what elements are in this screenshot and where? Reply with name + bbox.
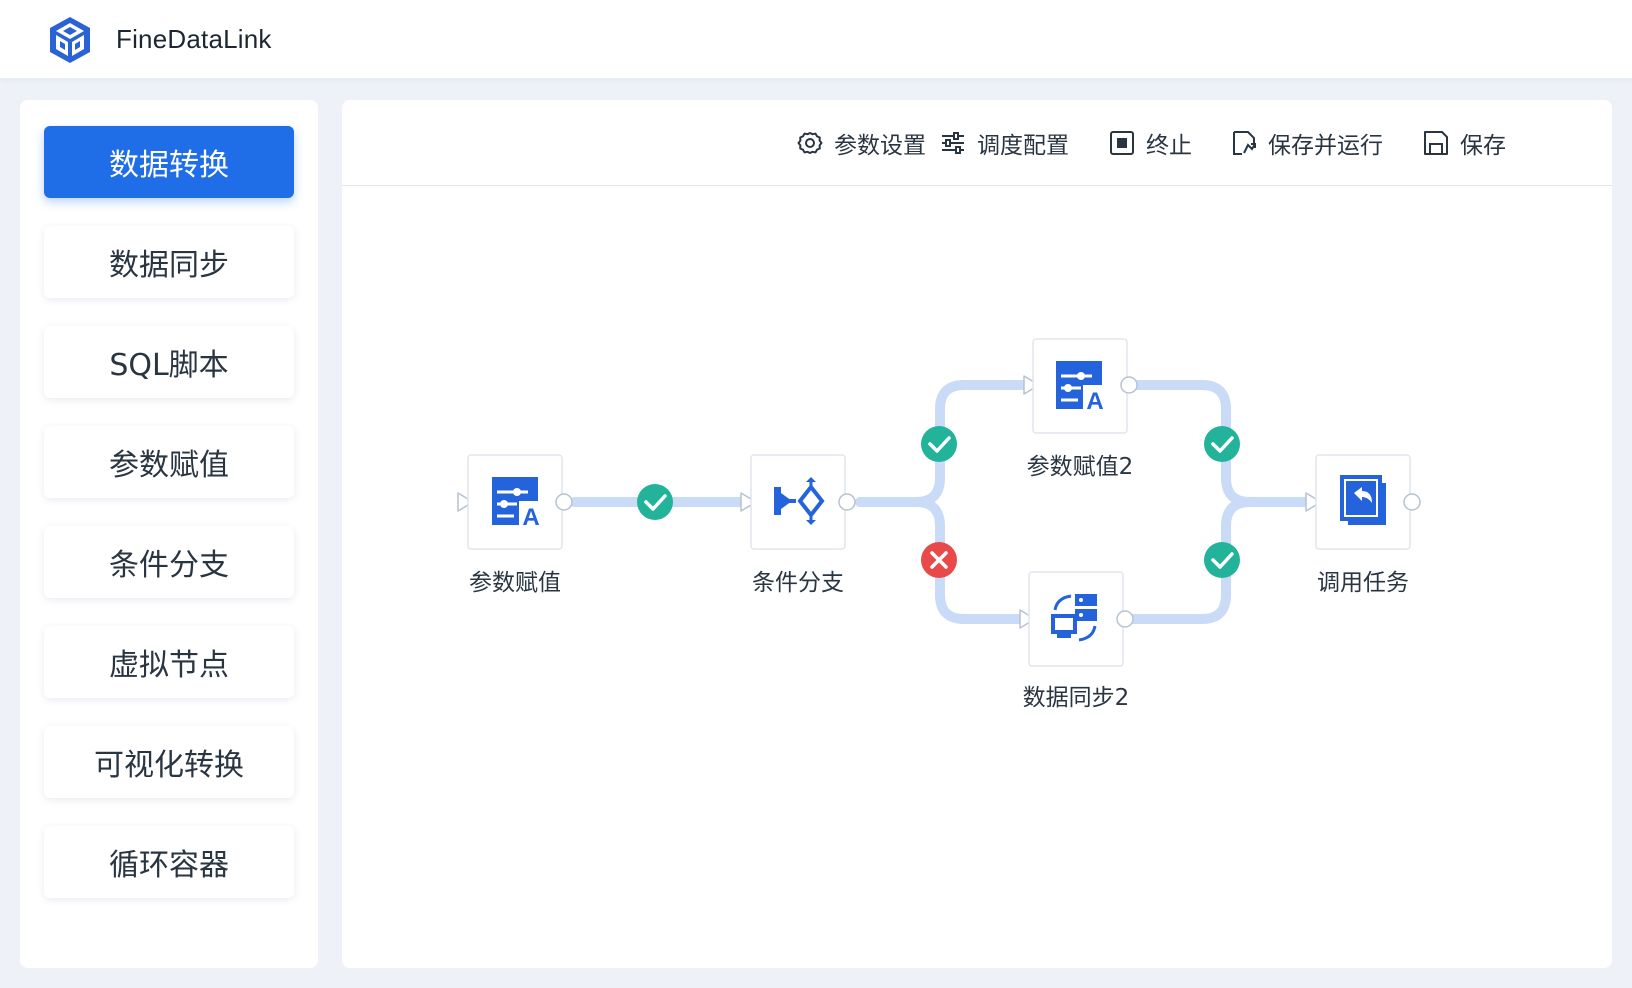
toolbar: 参数设置 调度配置 终止 [342, 100, 1612, 186]
output-port[interactable] [1116, 610, 1134, 628]
top-bar: FineDataLink [0, 0, 1632, 78]
app-logo-icon [50, 17, 90, 63]
call-task-icon [1340, 475, 1386, 525]
save-run-icon [1233, 131, 1256, 155]
param-settings-label: 参数设置 [834, 133, 926, 159]
success-check-icon [1204, 542, 1240, 578]
input-port-icon [740, 492, 757, 512]
node-label-param-assign-2: 参数赋值2 [1026, 454, 1134, 480]
failure-x-icon [921, 542, 957, 578]
input-port-icon [1305, 492, 1322, 512]
sidebar-item-data-sync[interactable]: 数据同步 [44, 226, 294, 298]
param-assign-icon: A [1056, 361, 1107, 415]
schedule-config-button[interactable]: 调度配置 [939, 126, 1069, 160]
flow-graph: A A [457, 338, 1421, 667]
node-box-condition-branch[interactable] [750, 454, 846, 550]
flow-editor-panel: 参数设置 调度配置 终止 [342, 100, 1612, 968]
node-label-data-sync-2: 数据同步2 [1022, 685, 1130, 711]
gear-icon [797, 132, 823, 154]
sidebar-item-condition-branch[interactable]: 条件分支 [44, 526, 294, 598]
sidebar-item-sql-script[interactable]: SQL脚本 [44, 326, 294, 398]
sidebar-item-data-transform[interactable]: 数据转换 [44, 126, 294, 198]
save-and-run-label: 保存并运行 [1268, 133, 1383, 159]
output-port[interactable] [555, 493, 573, 511]
stop-icon [1110, 131, 1134, 155]
sidebar-item-virtual-node[interactable]: 虚拟节点 [44, 626, 294, 698]
condition-branch-icon [774, 477, 825, 525]
svg-text:A: A [522, 504, 539, 531]
node-label-param-assign: 参数赋值 [469, 570, 561, 596]
flow-edges [569, 380, 1317, 624]
svg-text:A: A [1086, 388, 1103, 415]
success-check-icon [1204, 426, 1240, 462]
stop-button[interactable]: 终止 [1108, 126, 1192, 160]
success-check-icon [637, 484, 673, 520]
input-port-icon [457, 492, 474, 512]
input-port-icon [1023, 375, 1040, 395]
save-label: 保存 [1460, 133, 1506, 159]
schedule-config-label: 调度配置 [977, 133, 1069, 159]
param-settings-button[interactable]: 参数设置 [796, 126, 926, 160]
sliders-icon [942, 132, 964, 154]
sidebar-item-loop-container[interactable]: 循环容器 [44, 826, 294, 898]
input-port-icon [1019, 609, 1036, 629]
param-assign-icon: A [492, 477, 543, 531]
sidebar-item-param-assign[interactable]: 参数赋值 [44, 426, 294, 498]
stop-label: 终止 [1146, 133, 1192, 159]
app-title: FineDataLink [116, 24, 272, 54]
success-check-icon [921, 426, 957, 462]
save-button[interactable]: 保存 [1422, 126, 1506, 160]
save-and-run-button[interactable]: 保存并运行 [1230, 126, 1383, 160]
output-port[interactable] [1120, 376, 1138, 394]
node-label-call-task: 调用任务 [1317, 570, 1409, 596]
flow-canvas[interactable]: A A [342, 187, 1612, 968]
node-label-condition-branch: 条件分支 [752, 570, 844, 596]
save-icon [1424, 131, 1448, 155]
output-port[interactable] [1403, 493, 1421, 511]
data-sync-icon [1051, 594, 1097, 642]
output-port[interactable] [838, 493, 856, 511]
sidebar-item-visual-transform[interactable]: 可视化转换 [44, 726, 294, 798]
node-palette-sidebar: 数据转换 数据同步 SQL脚本 参数赋值 条件分支 虚拟节点 可视化转换 循环容… [20, 100, 318, 968]
